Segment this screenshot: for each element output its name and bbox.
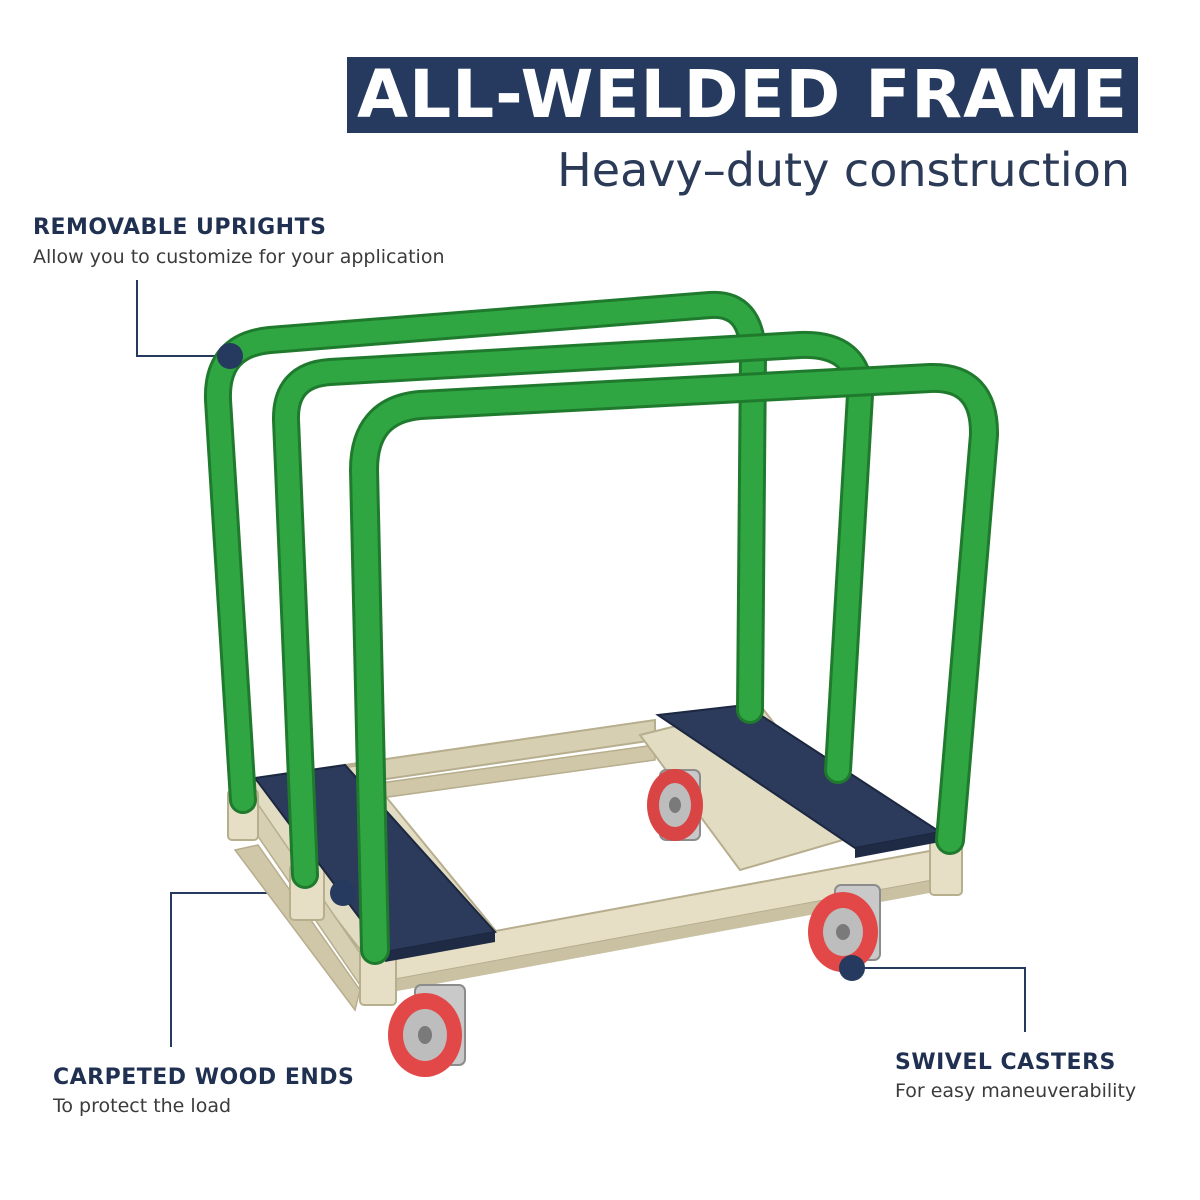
- callout-carpet-title: CARPETED WOOD ENDS: [53, 1065, 355, 1090]
- page-title: ALL-WELDED FRAME: [347, 57, 1138, 133]
- casters-marker: [839, 955, 865, 981]
- callout-markers: [217, 343, 865, 981]
- callout-casters-title: SWIVEL CASTERS: [895, 1050, 1116, 1075]
- caster-front-left: [388, 984, 466, 1077]
- callout-uprights-description: Allow you to customize for your applicat…: [33, 246, 445, 268]
- callout-casters-description: For easy maneuverability: [895, 1080, 1137, 1102]
- caster-back: [647, 769, 703, 841]
- callout-uprights-title: REMOVABLE UPRIGHTS: [33, 215, 327, 240]
- swivel-casters: [388, 769, 881, 1077]
- uprights-leader-line: [136, 280, 230, 357]
- removable-uprights: [203, 290, 999, 965]
- callout-carpet-description: To protect the load: [53, 1095, 232, 1117]
- casters-leader-line: [852, 967, 1026, 1032]
- caster-front-right: [808, 884, 881, 972]
- page-subtitle: Heavy–duty construction: [557, 143, 1130, 197]
- carpet-marker: [330, 880, 356, 906]
- uprights-marker: [217, 343, 243, 369]
